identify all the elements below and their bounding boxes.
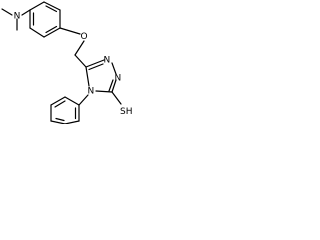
phenoxy-ring-double-bond (45, 5, 58, 13)
triazole-c3-n2-bond (85, 59, 105, 68)
n4-phenyl-bond (78, 94, 89, 106)
oxygen-methylene-bond (74, 40, 85, 56)
dimethylamino-group: N (1, 8, 31, 31)
triazole-c5-n4-bond (95, 90, 113, 93)
thiol-group: SH (111, 91, 132, 117)
triazole-n2-label: N (104, 56, 111, 66)
triazole-c3-n2-double-bond (88, 63, 104, 71)
n-phenyl-ring (50, 94, 89, 124)
triazole-n1-n2-bond (111, 62, 117, 75)
phenoxy-ring-bond (43, 27, 61, 38)
n-aryl-bond (21, 9, 31, 16)
triazole-n4-c3-bond (85, 66, 90, 87)
methyl-bond-left (1, 8, 13, 16)
thiol-label: SH (120, 107, 132, 117)
carbon-sulfur-bond (111, 91, 122, 105)
ether-linkage: O (59, 27, 88, 68)
n-phenyl-ring-bond (50, 120, 66, 124)
n-phenyl-ring-double-bond (54, 100, 66, 108)
dimethylamino-nitrogen-label: N (14, 12, 21, 22)
phenoxy-ring-double-bond (45, 25, 58, 34)
ether-oxygen-label: O (81, 32, 88, 42)
triazole-ring: N N N (85, 56, 122, 97)
triazole-n4-label: N (88, 87, 95, 97)
n-phenyl-ring-double-bond (55, 117, 65, 122)
phenoxy-ring-bond (43, 1, 61, 11)
phenoxy-ring-bond (29, 1, 45, 11)
methylene-triazole-bond (74, 54, 87, 68)
aryl-oxygen-bond (59, 27, 81, 35)
n-phenyl-ring-bond (64, 120, 80, 124)
triazole-n1-c5-double-bond (108, 79, 114, 92)
triazole-n1-label: N (115, 74, 122, 84)
phenoxy-ring-bond (29, 27, 45, 38)
n-phenyl-ring-bond (64, 96, 80, 106)
n-phenyl-ring-bond (50, 96, 66, 106)
triazole-n1-c5-bond (111, 79, 117, 93)
chemical-structure: N O N N N SH (1, 1, 132, 124)
phenoxy-ring (29, 1, 61, 38)
